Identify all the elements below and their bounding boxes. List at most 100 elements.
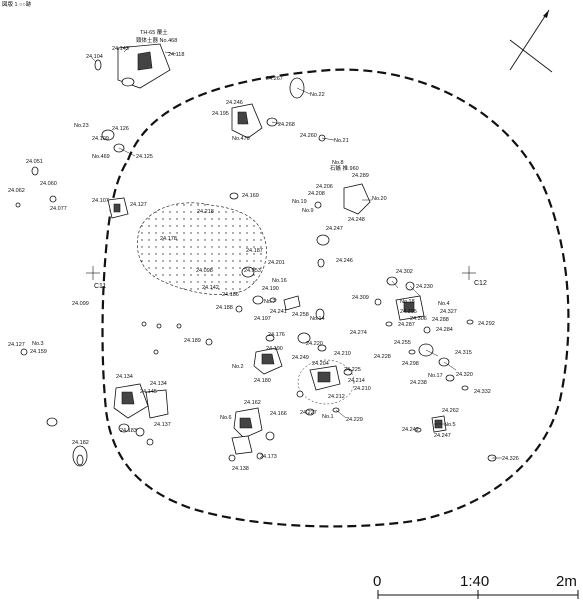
label-no8: No.8	[332, 160, 344, 166]
label-24-206: 24.206	[316, 184, 333, 190]
label-24-315: 24.315	[455, 350, 472, 356]
label-no6: No.6	[220, 415, 232, 421]
label-24-051: 24.051	[26, 159, 43, 165]
label-24-287: 24.287	[398, 322, 415, 328]
label-no19: No.19	[292, 199, 307, 205]
label-24-228: 24.228	[374, 354, 391, 360]
label-24-214: 24.214	[348, 378, 365, 384]
label-24-246-b: 24.246	[336, 258, 353, 264]
label-24-190-a: 24.190	[262, 286, 279, 292]
label-24-145: 24.145	[140, 389, 157, 395]
figure-label: 図版 1 ○○跡	[2, 0, 32, 8]
label-24-302: 24.302	[396, 269, 413, 275]
label-24-220: 24.220	[306, 341, 323, 347]
label-24-162: 24.162	[244, 400, 261, 406]
label-no470: No.470	[232, 136, 250, 142]
label-24-107: 24.107	[92, 198, 109, 204]
label-24-189: 24.189	[184, 338, 201, 344]
label-24-186: 24.186	[222, 292, 239, 298]
label-24-104: 24.104	[86, 54, 103, 60]
label-no17: No.17	[428, 373, 443, 379]
label-no7: No.7	[264, 299, 276, 305]
label-24-166: 24.166	[270, 411, 287, 417]
label-24-098: 24.098	[196, 268, 213, 274]
label-no22: No.22	[310, 92, 325, 98]
label-24-262: 24.262	[442, 408, 459, 414]
label-24-138: 24.138	[232, 466, 249, 472]
label-24-247-a: 24.247	[326, 226, 343, 232]
label-24-127-b: 24.127	[8, 342, 25, 348]
label-no14: No.14	[310, 316, 325, 322]
label-no21: No.21	[334, 138, 349, 144]
label-no4: No.4	[438, 301, 450, 307]
label-24-190-b: 24.190	[266, 346, 283, 352]
label-24-127-a: 24.127	[130, 202, 147, 208]
label-24-182: 24.182	[72, 440, 89, 446]
label-24-118: 24.118	[168, 52, 184, 58]
label-24-109: 24.109	[92, 136, 109, 142]
label-24-183: 24.183	[120, 428, 137, 434]
label-no9: No.9	[302, 208, 314, 214]
label-24-326: 24.326	[502, 456, 519, 462]
label-24-255: 24.255	[394, 340, 411, 346]
label-24-204: 24.204	[312, 361, 329, 367]
label-24-125: 24.125	[136, 154, 153, 160]
label-24-210-b: 24.210	[354, 386, 371, 392]
north-arrow-icon	[509, 9, 553, 73]
label-24-126: 24.126	[112, 126, 129, 132]
label-24-210-a: 24.210	[334, 351, 351, 357]
label-24-327: 24.327	[440, 309, 457, 315]
label-24-260: 24.260	[300, 133, 317, 139]
label-24-208: 24.208	[308, 191, 325, 197]
scale-end: 2m	[556, 573, 577, 590]
label-24-187: 24.187	[246, 248, 263, 254]
label-24-188: 24.188	[216, 305, 233, 311]
pit-outline	[101, 68, 570, 528]
label-24-173: 24.173	[260, 454, 277, 460]
label-no2: No.2	[232, 364, 244, 370]
label-24-288: 24.288	[432, 317, 449, 323]
label-24-305: 24.305	[400, 309, 417, 315]
label-24-060: 24.060	[40, 181, 57, 187]
label-no23: No.23	[74, 123, 89, 129]
label-th65-sub: 頸体土器 No.468	[136, 36, 177, 44]
grid-label-c12: C12	[474, 280, 487, 287]
label-24-197: 24.197	[254, 316, 271, 322]
grid-point-c11: C11	[86, 266, 106, 290]
label-24-180: 24.180	[254, 378, 271, 384]
label-24-274: 24.274	[350, 330, 367, 336]
label-24-247-b: 24.247	[434, 433, 451, 439]
scale-zero: 0	[373, 573, 381, 590]
label-24-159: 24.159	[30, 349, 47, 355]
label-no469: No.469	[92, 154, 110, 160]
label-th65: TH-65 覆土	[140, 28, 168, 36]
label-24-298: 24.298	[402, 361, 419, 367]
label-24-099: 24.099	[72, 301, 89, 307]
label-24-306: 24.306	[410, 316, 427, 322]
label-24-053: 24.053	[244, 268, 261, 274]
label-no3: No.3	[32, 341, 44, 347]
label-no16: No.16	[272, 278, 287, 284]
grid-point-c12: C12	[462, 266, 487, 287]
label-no1: No.1	[322, 414, 334, 420]
label-24-134-a: 24.134	[116, 374, 133, 380]
label-24-227: 24.227	[300, 410, 317, 416]
label-24-201: 24.201	[268, 260, 285, 266]
label-24-268: 24.268	[278, 122, 295, 128]
label-24-258: 24.258	[292, 312, 309, 318]
label-no8-sub: 石鏃 推.960	[330, 164, 359, 172]
label-24-320: 24.320	[456, 372, 473, 378]
label-no18: No.18	[400, 299, 415, 305]
label-24-332: 24.332	[474, 389, 491, 395]
label-24-143: 24.143	[112, 46, 129, 52]
label-24-246: 24.246	[226, 100, 243, 106]
leader-lines	[91, 45, 502, 459]
label-24-309: 24.309	[352, 295, 369, 301]
label-24-248: 24.248	[348, 217, 365, 223]
label-24-212: 24.212	[328, 394, 345, 400]
label-no20: No.20	[372, 196, 387, 202]
scale-ratio: 1:40	[460, 573, 489, 590]
label-24-134-b: 24.134	[150, 381, 167, 387]
label-24-241: 24.241	[270, 309, 287, 315]
